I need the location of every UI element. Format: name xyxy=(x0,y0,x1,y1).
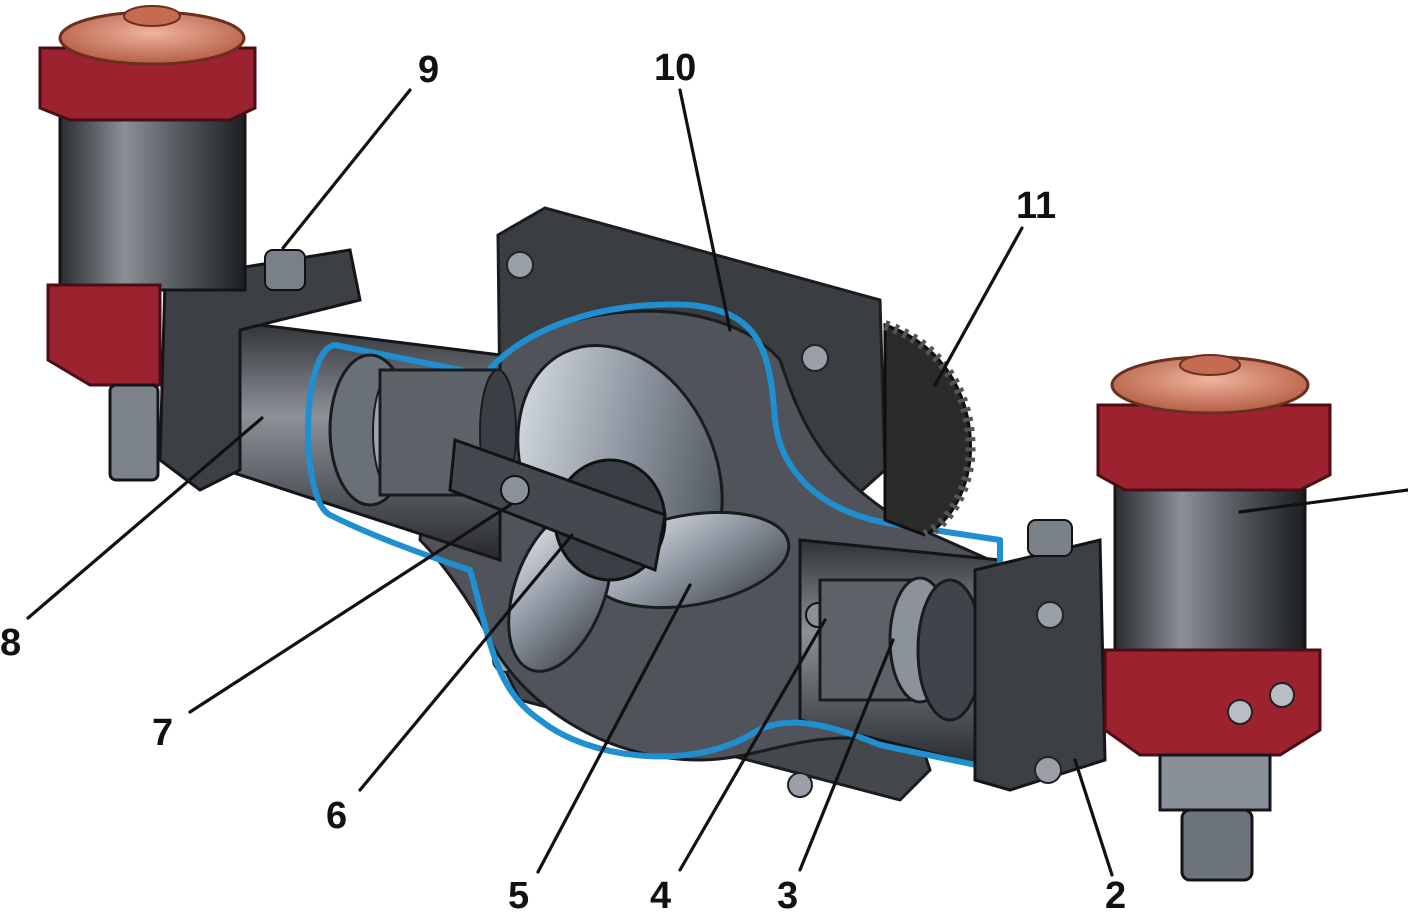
right-flange-bolt xyxy=(1027,519,1073,557)
left-end-flange xyxy=(158,248,362,492)
gear-sector xyxy=(883,320,976,540)
bolt-head xyxy=(1034,756,1062,784)
callout-5: 5 xyxy=(508,875,529,912)
leader-line-4 xyxy=(678,618,827,872)
bolt-head xyxy=(1036,601,1064,629)
callout-2: 2 xyxy=(1105,875,1126,912)
left-fitting xyxy=(108,383,160,482)
right-canister xyxy=(1096,354,1332,882)
right-hex-nut xyxy=(1158,753,1272,812)
bolt-head xyxy=(1227,699,1253,725)
callout-8: 8 xyxy=(0,622,21,664)
leader-line-7 xyxy=(188,503,512,714)
leader-line-1 xyxy=(1238,488,1408,514)
bolt-head xyxy=(801,344,829,372)
callout-7: 7 xyxy=(152,712,173,754)
right-piston xyxy=(818,576,984,722)
leader-line-6 xyxy=(358,533,574,792)
callout-labels: 2 3 4 5 6 7 8 9 10 11 xyxy=(0,47,1126,912)
bolt-head xyxy=(1269,682,1295,708)
leader-line-2 xyxy=(1073,758,1114,877)
callout-11: 11 xyxy=(1016,185,1056,227)
callout-9: 9 xyxy=(418,49,439,91)
leader-line-3 xyxy=(798,638,895,872)
pin xyxy=(500,475,530,505)
leader-line-9 xyxy=(281,88,412,250)
leader-line-5 xyxy=(536,583,692,874)
left-canister xyxy=(38,5,257,482)
leader-line-10 xyxy=(678,88,732,332)
callout-4: 4 xyxy=(650,875,671,912)
cutaway-outline xyxy=(305,301,1003,773)
right-fitting xyxy=(1180,808,1254,882)
right-top-collar xyxy=(1096,403,1332,492)
right-end-flange xyxy=(973,538,1107,792)
right-bottom-collar xyxy=(1103,648,1322,757)
leader-lines xyxy=(26,88,1408,877)
leader-line-8 xyxy=(26,416,264,620)
bolt-head xyxy=(787,772,813,798)
callout-10: 10 xyxy=(654,47,696,89)
left-top-collar xyxy=(38,46,257,122)
callout-6: 6 xyxy=(326,795,347,837)
bolt-head xyxy=(506,251,534,279)
callout-3: 3 xyxy=(777,875,798,912)
left-bottom-collar xyxy=(46,283,162,387)
left-flange-bolt xyxy=(264,249,306,291)
leader-line-11 xyxy=(933,226,1024,387)
